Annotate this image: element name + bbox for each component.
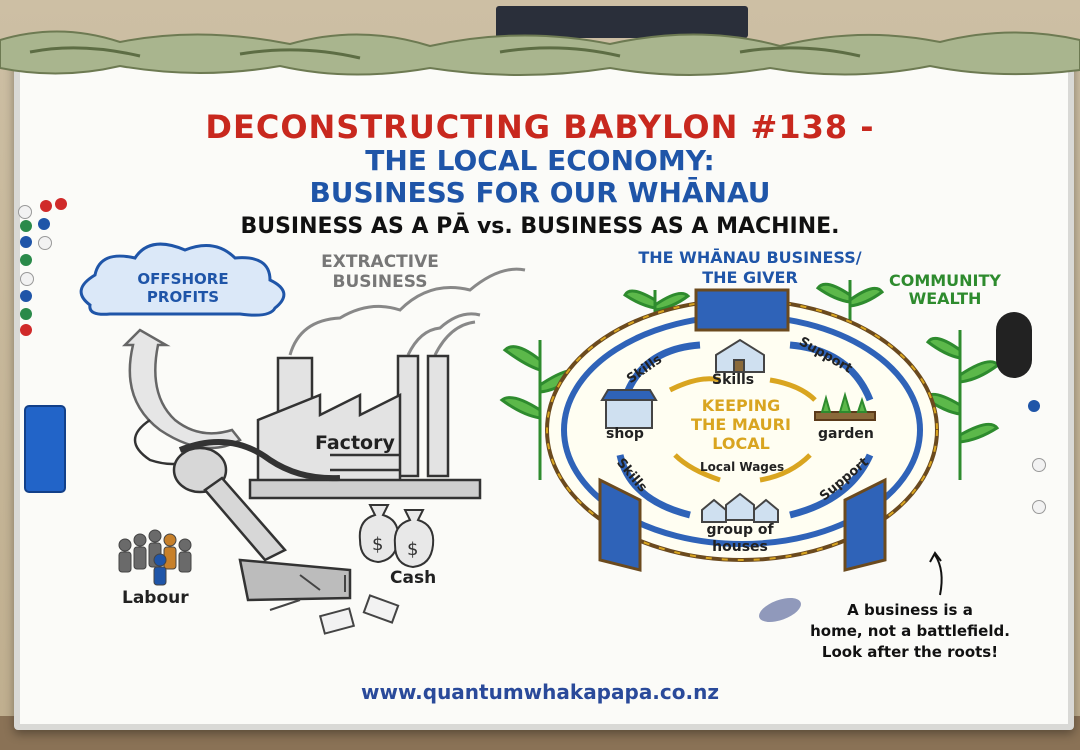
extractive-line-2: BUSINESS — [332, 272, 428, 292]
extractive-line-1: EXTRACTIVE — [321, 252, 439, 272]
note-arrow-icon — [929, 551, 943, 596]
community-line-1: COMMUNITY — [888, 271, 1002, 290]
houses-line-2: houses — [712, 539, 768, 555]
community-line-2: WEALTH — [908, 289, 982, 308]
whiteboard-eraser[interactable] — [24, 405, 66, 493]
magnet[interactable] — [1028, 400, 1040, 412]
handwritten-note: A business is a home, not a battlefield.… — [790, 600, 1030, 663]
offshore-line-2: PROFITS — [146, 288, 220, 306]
factory-label: Factory — [315, 432, 395, 454]
keeping-mauri-local: KEEPING THE MAURI LOCAL — [676, 396, 806, 453]
skills-top-label: Skills — [712, 372, 755, 388]
magnet[interactable] — [20, 272, 34, 286]
magnet[interactable] — [20, 290, 32, 302]
footer-url: www.quantumwhakapapa.co.nz — [361, 680, 719, 704]
people-icon — [118, 529, 192, 586]
magnet[interactable] — [1032, 458, 1046, 472]
magnet[interactable] — [55, 198, 67, 210]
offshore-profits-label: OFFSHORE PROFITS — [108, 270, 258, 306]
svg-text:$: $ — [407, 539, 418, 560]
magnet[interactable] — [38, 236, 52, 250]
magnet[interactable] — [40, 200, 52, 212]
note-line-1: A business is a — [847, 601, 973, 619]
smoke-icon — [288, 267, 526, 356]
money-bag-icon: $ $ — [358, 504, 435, 569]
magnet[interactable] — [18, 205, 32, 219]
magnet[interactable] — [20, 236, 32, 248]
extraction-arrow-icon — [121, 328, 242, 450]
subtitle: BUSINESS AS A PĀ vs. BUSINESS AS A MACHI… — [240, 214, 840, 239]
whanau-business-heading: THE WHĀNAU BUSINESS/ THE GIVER — [600, 248, 900, 288]
factory-icon — [248, 354, 482, 500]
house-icon — [715, 338, 765, 373]
note-line-2: home, not a battlefield. — [810, 622, 1010, 640]
group-of-houses-label: group of houses — [690, 522, 790, 556]
cloud-icon — [79, 242, 286, 317]
center-line-3: LOCAL — [712, 434, 770, 453]
cash-bills-icon — [269, 574, 400, 635]
note-line-3: Look after the roots! — [821, 643, 999, 661]
community-wealth-heading: COMMUNITY WEALTH — [870, 272, 1020, 308]
svg-text:$: $ — [372, 534, 383, 555]
garden-icon — [814, 391, 876, 421]
whanau-line-2: THE GIVER — [702, 268, 798, 287]
magnet[interactable] — [20, 308, 32, 320]
shop-label: shop — [606, 426, 644, 442]
vacuum-cleaner-icon — [133, 418, 352, 602]
magnet[interactable] — [20, 254, 32, 266]
title-line-2: THE LOCAL ECONOMY: — [365, 144, 715, 177]
garden-label: garden — [818, 426, 874, 442]
magnet[interactable] — [38, 218, 50, 230]
extractive-business-heading: EXTRACTIVE BUSINESS — [290, 252, 470, 292]
shop-icon — [600, 389, 658, 429]
fabric-drape-icon — [0, 30, 1080, 76]
cash-label: Cash — [390, 568, 437, 588]
center-line-2: THE MAURI — [691, 415, 791, 434]
labour-label: Labour — [122, 588, 189, 608]
houses-line-1: group of — [706, 522, 774, 538]
center-line-1: KEEPING — [701, 396, 781, 415]
counter-device — [496, 6, 748, 38]
magnet[interactable] — [20, 220, 32, 232]
title-line-1: DECONSTRUCTING BABYLON #138 - — [205, 108, 875, 146]
houses-group-icon — [701, 492, 779, 523]
magnet[interactable] — [20, 324, 32, 336]
ink-smudge-icon — [759, 597, 801, 623]
local-wages-label: Local Wages — [700, 460, 785, 474]
whanau-line-1: THE WHĀNAU BUSINESS/ — [638, 248, 862, 267]
magnet[interactable] — [1032, 500, 1046, 514]
computer-mouse[interactable] — [996, 312, 1032, 378]
title-line-3: BUSINESS FOR OUR WHĀNAU — [309, 176, 771, 209]
offshore-line-1: OFFSHORE — [137, 270, 229, 288]
